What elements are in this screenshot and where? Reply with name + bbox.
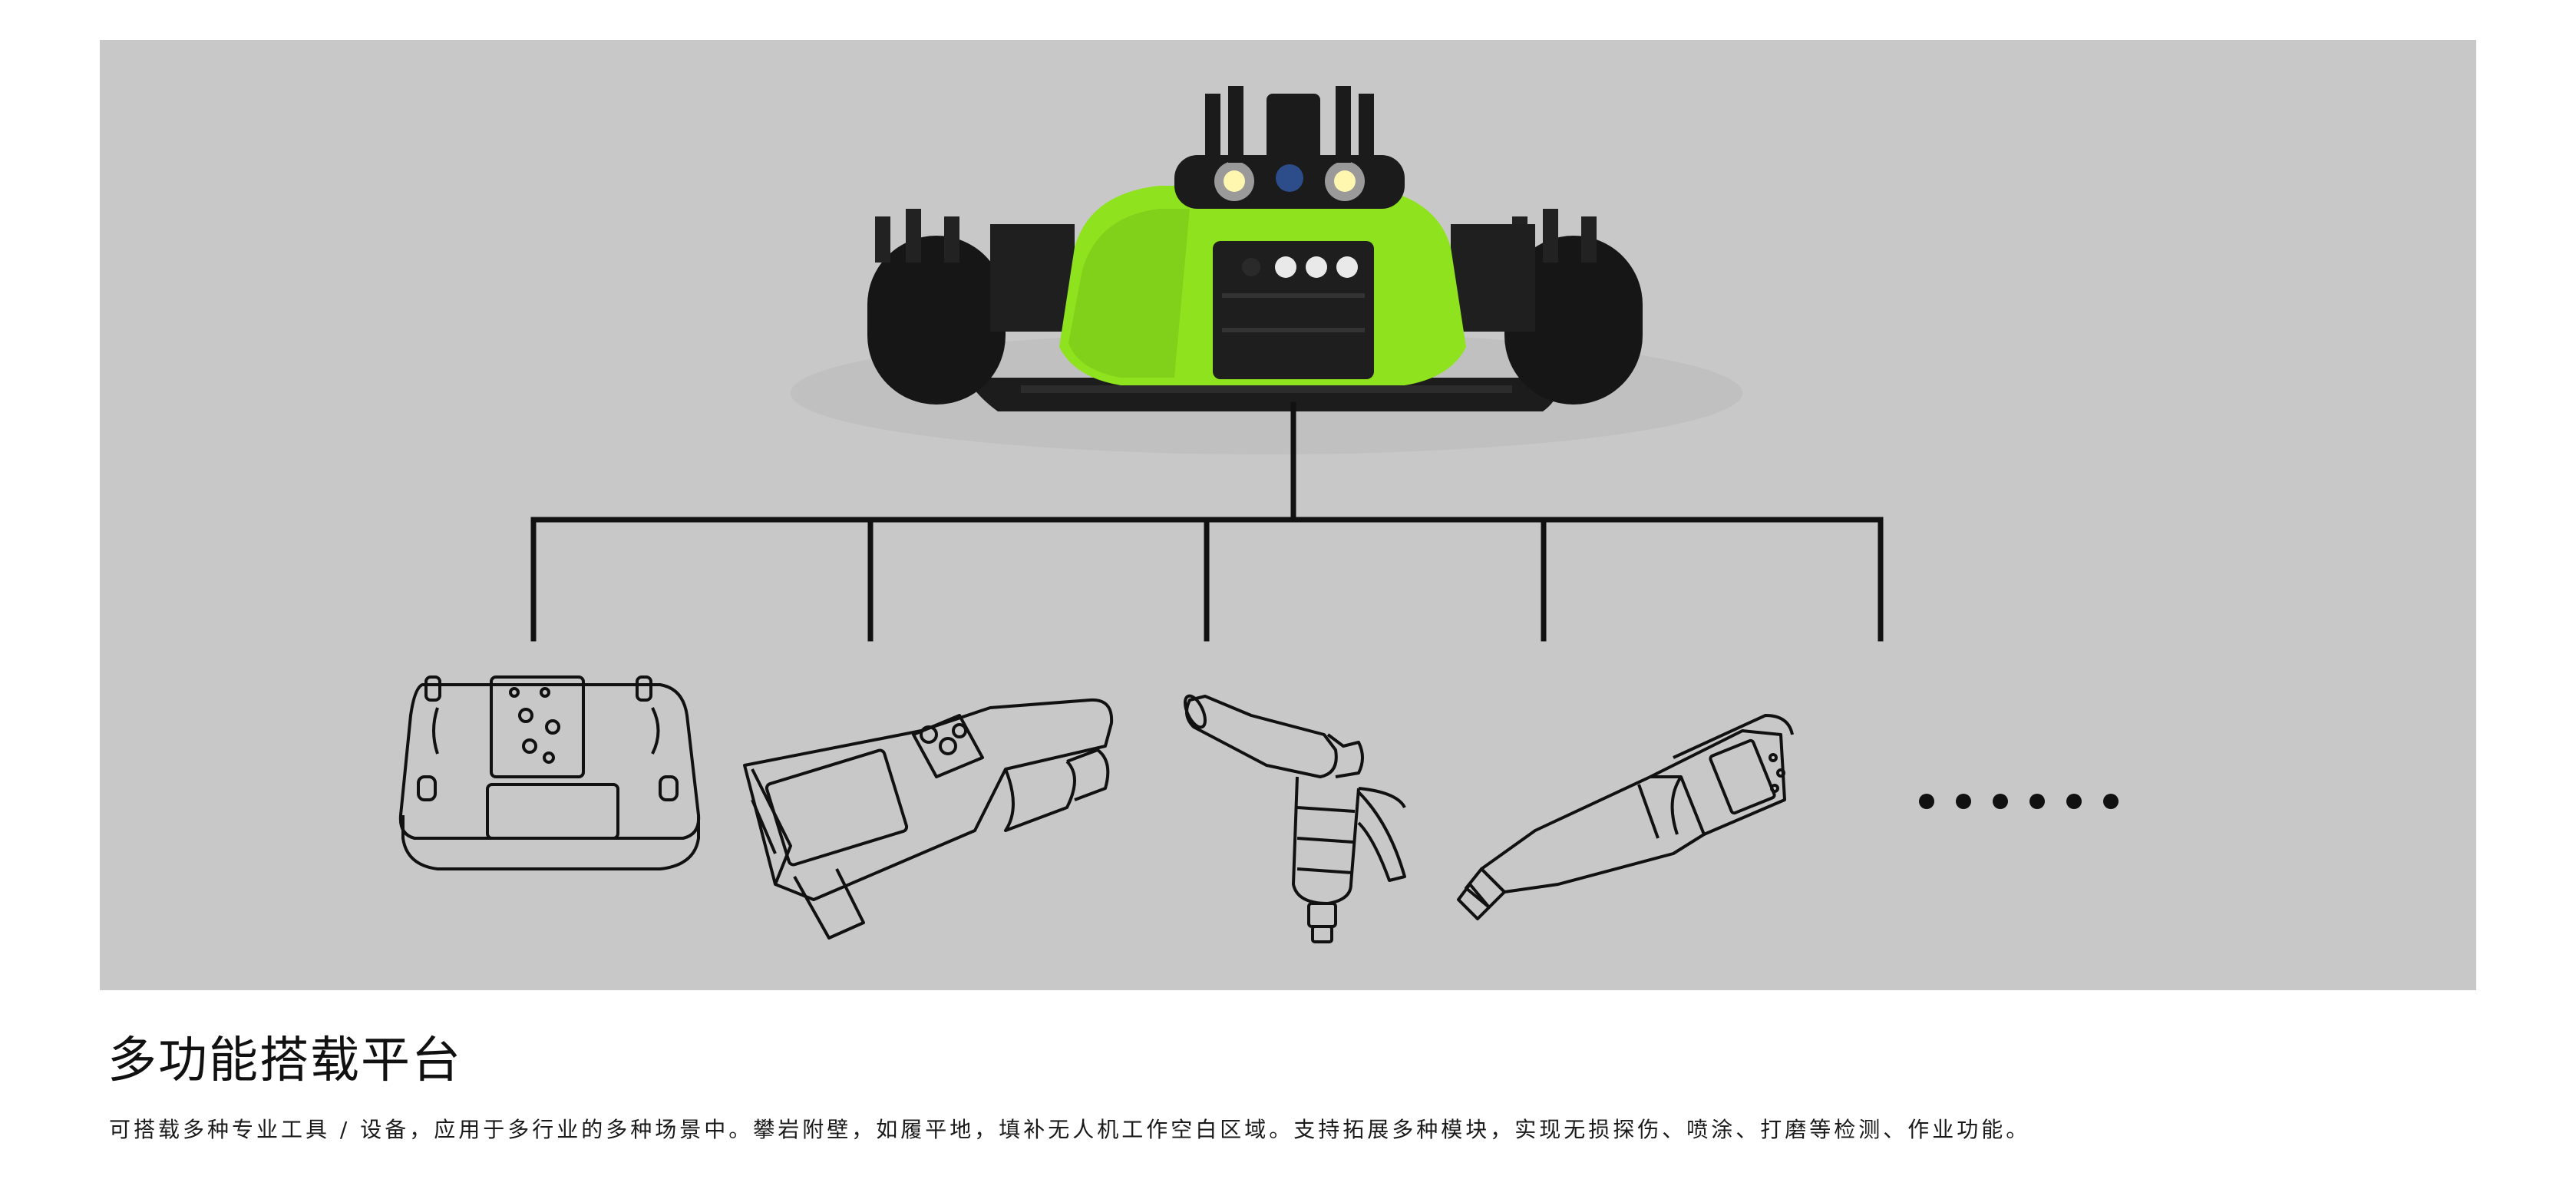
right-wheel — [1504, 236, 1643, 405]
more-dots-icon — [1919, 794, 2119, 809]
hero-panel — [100, 40, 2476, 990]
connector-tree — [530, 401, 1884, 642]
left-wheel — [867, 236, 1006, 405]
spray-gun-tool-icon — [1184, 694, 1406, 943]
tracked-robot-icon — [867, 86, 1643, 411]
magnetic-mount-tool-icon — [398, 675, 701, 870]
section-description: 可搭载多种专业工具 / 设备，应用于多行业的多种场景中。攀岩附壁，如履平地，填补… — [109, 1117, 2031, 1142]
grinder-probe-tool-icon — [1457, 714, 1794, 920]
handheld-tester-tool-icon — [743, 698, 1114, 940]
section-title: 多功能搭载平台 — [107, 1032, 462, 1089]
platform-illustration — [398, 86, 2119, 943]
